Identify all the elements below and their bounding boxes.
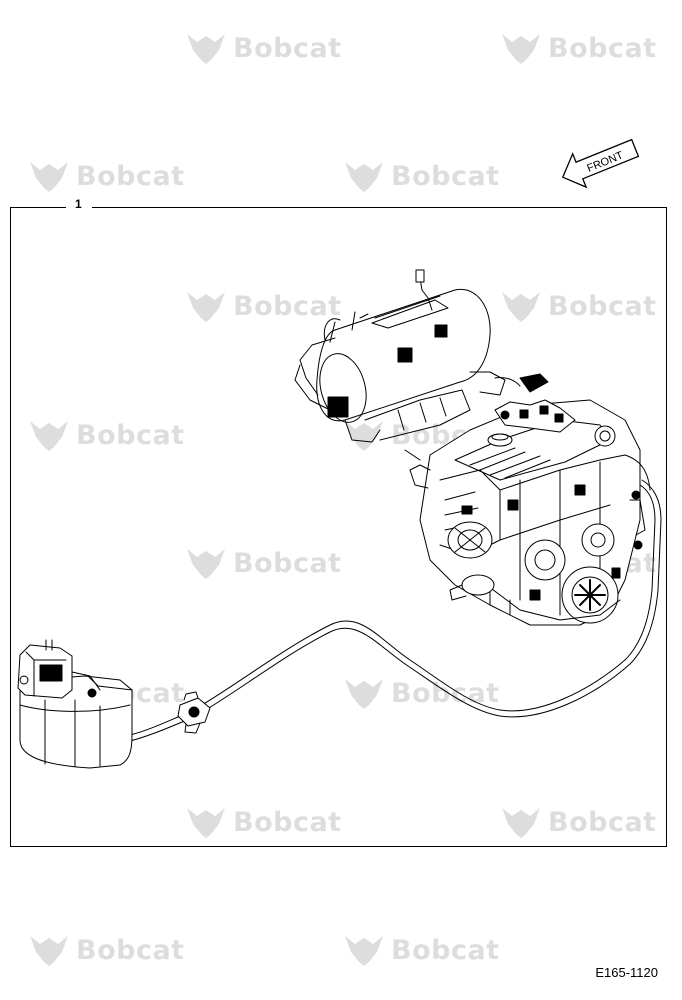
front-arrow-icon: FRONT xyxy=(561,138,640,189)
hose-line xyxy=(129,479,662,742)
exhaust-pipe xyxy=(364,371,549,441)
muffler-canister xyxy=(294,269,491,443)
callout-number: 1 xyxy=(72,197,85,211)
diagram-frame xyxy=(10,207,667,847)
tank-assembly xyxy=(17,639,133,769)
engine-block xyxy=(404,399,651,626)
hose-connector xyxy=(177,691,211,734)
figure-code: E165-1120 xyxy=(595,965,658,980)
